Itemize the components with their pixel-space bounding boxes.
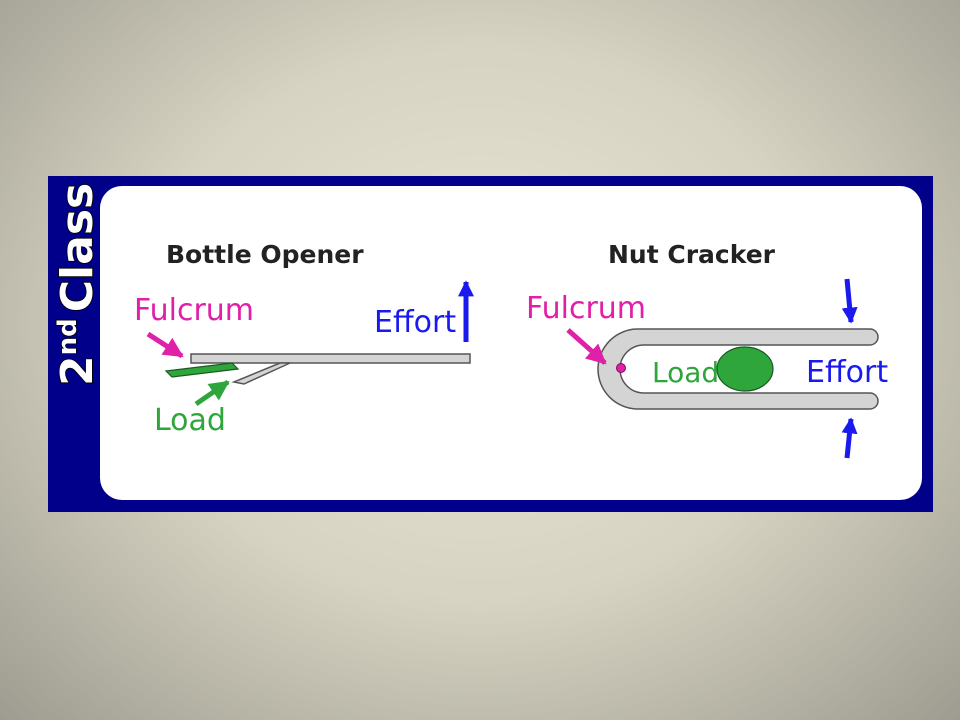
class-number: 2 bbox=[52, 355, 103, 386]
nut-cracker-load-label: Load bbox=[652, 356, 719, 389]
bottle-opener-effort-label: Effort bbox=[374, 305, 456, 340]
svg-text:2ndClass: 2nd Class bbox=[52, 183, 103, 386]
nut-cracker-title: Nut Cracker bbox=[608, 240, 776, 269]
lever-diagram-graphic: 2nd Class Bottle Opener Fulcrum Load Effo… bbox=[48, 176, 933, 512]
class-label: 2nd Class bbox=[51, 182, 104, 387]
class-suffix: nd bbox=[53, 318, 83, 355]
nut-cracker-bottom-effort-arrow bbox=[841, 417, 858, 459]
bottle-opener-hook bbox=[231, 362, 291, 385]
class-word: Class bbox=[52, 183, 103, 312]
bottle-opener-load-label: Load bbox=[154, 403, 226, 438]
nut-cracker-top-effort-arrow bbox=[841, 278, 858, 324]
nut-cracker-fulcrum-pivot bbox=[616, 363, 626, 373]
nut-cracker-fulcrum-arrow bbox=[566, 328, 607, 365]
bottle-opener-fulcrum-arrow bbox=[146, 331, 184, 359]
bottle-opener-handle bbox=[190, 353, 471, 364]
bottle-cap-load bbox=[164, 362, 240, 378]
nut-cracker-fulcrum-label: Fulcrum bbox=[526, 291, 646, 326]
bottle-opener-fulcrum-label: Fulcrum bbox=[134, 293, 254, 328]
white-panel bbox=[100, 186, 922, 500]
nut-cracker-effort-label: Effort bbox=[806, 355, 888, 390]
bottle-opener-load-arrow bbox=[194, 379, 230, 407]
lever-diagram: 2nd Class Bottle Opener Fulcrum Load Effo… bbox=[48, 176, 933, 512]
bottle-opener-title: Bottle Opener bbox=[166, 240, 364, 269]
nut-load bbox=[716, 346, 774, 392]
